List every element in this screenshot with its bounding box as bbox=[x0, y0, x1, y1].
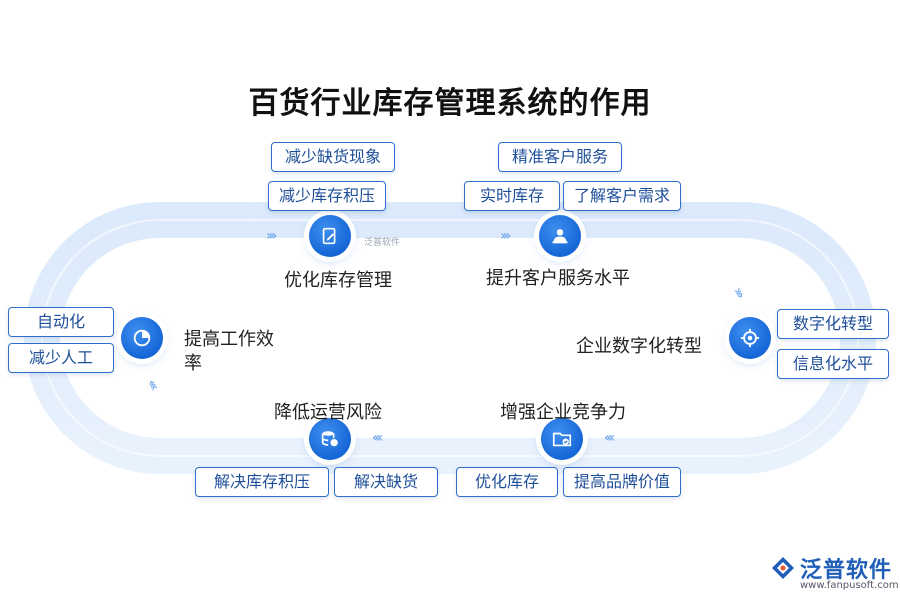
tag-realtime-stock: 实时库存 bbox=[464, 181, 560, 211]
pie-chart-icon bbox=[133, 329, 151, 347]
tag-automation: 自动化 bbox=[8, 307, 114, 337]
watermark: 泛普软件 bbox=[364, 238, 401, 248]
tag-info-level: 信息化水平 bbox=[777, 349, 889, 379]
label-optimize: 优化库存管理 bbox=[284, 270, 392, 291]
label-service: 提升客户服务水平 bbox=[486, 268, 630, 289]
edit-document-icon bbox=[322, 227, 336, 245]
node-compete bbox=[541, 418, 583, 460]
tag-brand-value: 提高品牌价值 bbox=[563, 467, 681, 497]
logo-name: 泛普软件 bbox=[800, 558, 893, 583]
target-icon bbox=[740, 328, 760, 348]
fanpu-logo-icon bbox=[772, 557, 794, 579]
label-efficiency-text: 提高工作效率 bbox=[184, 329, 274, 374]
tag-solve-overstock: 解决库存积压 bbox=[195, 467, 329, 497]
label-risk: 降低运营风险 bbox=[274, 402, 382, 423]
node-risk bbox=[309, 418, 351, 460]
flow-arrow: ‹‹‹ bbox=[372, 430, 383, 446]
page-title: 百货行业库存管理系统的作用 bbox=[248, 86, 652, 121]
tag-optimize-stock: 优化库存 bbox=[456, 467, 558, 497]
node-digital bbox=[729, 317, 771, 359]
database-shield-icon bbox=[321, 431, 338, 447]
tag-reduce-overstock: 减少库存积压 bbox=[268, 181, 386, 211]
node-service bbox=[539, 215, 581, 257]
brand-logo: 泛普软件 bbox=[770, 552, 892, 584]
tag-digital-transform: 数字化转型 bbox=[777, 309, 889, 339]
tag-precise-service: 精准客户服务 bbox=[498, 142, 622, 172]
node-optimize bbox=[309, 215, 351, 257]
label-digital: 企业数字化转型 bbox=[576, 336, 702, 357]
shield-folder-icon bbox=[552, 432, 572, 447]
label-efficiency: 提高工作效率 bbox=[184, 328, 284, 376]
flow-arrow: ‹‹‹ bbox=[604, 430, 615, 446]
customer-service-icon bbox=[552, 229, 568, 244]
tag-know-demand: 了解客户需求 bbox=[563, 181, 681, 211]
label-compete: 增强企业竞争力 bbox=[500, 402, 626, 423]
logo-url: www.fanpusoft.com bbox=[800, 580, 899, 591]
node-efficiency bbox=[121, 317, 163, 359]
tag-reduce-shortage: 减少缺货现象 bbox=[271, 142, 395, 172]
tag-solve-shortage: 解决缺货 bbox=[334, 467, 438, 497]
tag-reduce-labor: 减少人工 bbox=[8, 343, 114, 373]
flow-arrow: ››› bbox=[266, 228, 277, 244]
flow-arrow: ››› bbox=[500, 228, 511, 244]
